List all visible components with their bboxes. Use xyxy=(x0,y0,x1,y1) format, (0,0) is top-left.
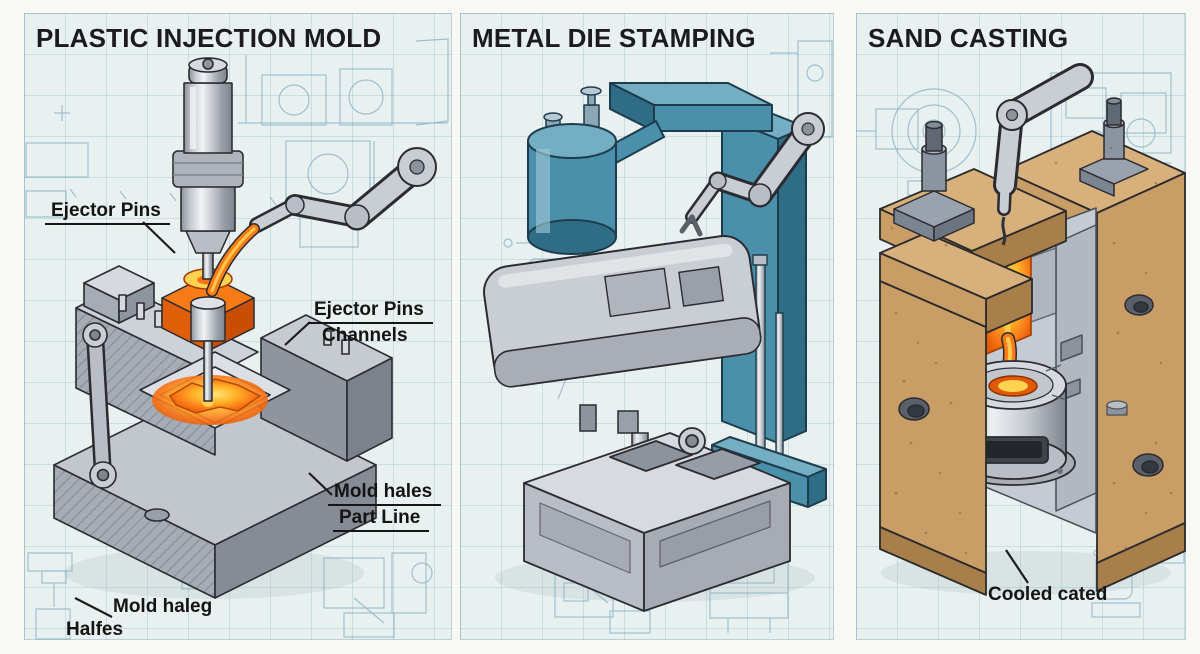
panel-sand-casting: SAND CASTING xyxy=(856,13,1186,640)
press-ram xyxy=(483,235,762,484)
panel-plastic-injection-mold: PLASTIC INJECTION MOLD xyxy=(24,13,452,640)
label-text: Halfes xyxy=(66,619,124,640)
label-text: Channels xyxy=(322,325,408,347)
label-text: Ejector Pins xyxy=(308,298,433,325)
label-ejector-pins: Ejector Pins xyxy=(45,199,170,226)
label-cooled-casting: Cooled cated xyxy=(986,583,1109,606)
leader-lines xyxy=(74,221,333,618)
injection-mold-illustration xyxy=(25,38,449,640)
label-mold-halves: Mold haleg Halfes xyxy=(64,595,214,640)
die-table xyxy=(523,427,791,612)
label-text: Mold haleg xyxy=(113,596,213,617)
label-text: Cooled cated xyxy=(988,584,1108,605)
robot-arm xyxy=(206,147,437,297)
panel-metal-die-stamping: METAL DIE STAMPING xyxy=(460,13,834,640)
die-stamping-illustration xyxy=(483,40,833,634)
panel2-title: METAL DIE STAMPING xyxy=(472,23,756,53)
sand-casting-illustration xyxy=(856,63,1186,618)
press-cylinder xyxy=(527,86,617,255)
panel1-title: PLASTIC INJECTION MOLD xyxy=(36,23,382,53)
leader-lines xyxy=(1005,549,1029,584)
press-frame xyxy=(577,82,827,508)
label-text: Part Line xyxy=(333,506,430,533)
label-mold-halves-part-line: Mold hales Part Line xyxy=(328,480,442,533)
clamp-fixtures xyxy=(893,97,1149,242)
robot-arm xyxy=(993,63,1094,246)
label-ejector-pin-channels: Ejector Pins Channels xyxy=(308,298,433,347)
sand-holes xyxy=(898,294,1164,477)
tool-cable xyxy=(1001,216,1007,246)
panel3-title: SAND CASTING xyxy=(868,23,1069,53)
robot-arm xyxy=(679,112,825,237)
sand-speckles xyxy=(890,146,1173,555)
injection-unit xyxy=(172,57,244,280)
label-text: Ejector Pins xyxy=(45,199,170,226)
label-text: Mold hales xyxy=(328,480,442,507)
